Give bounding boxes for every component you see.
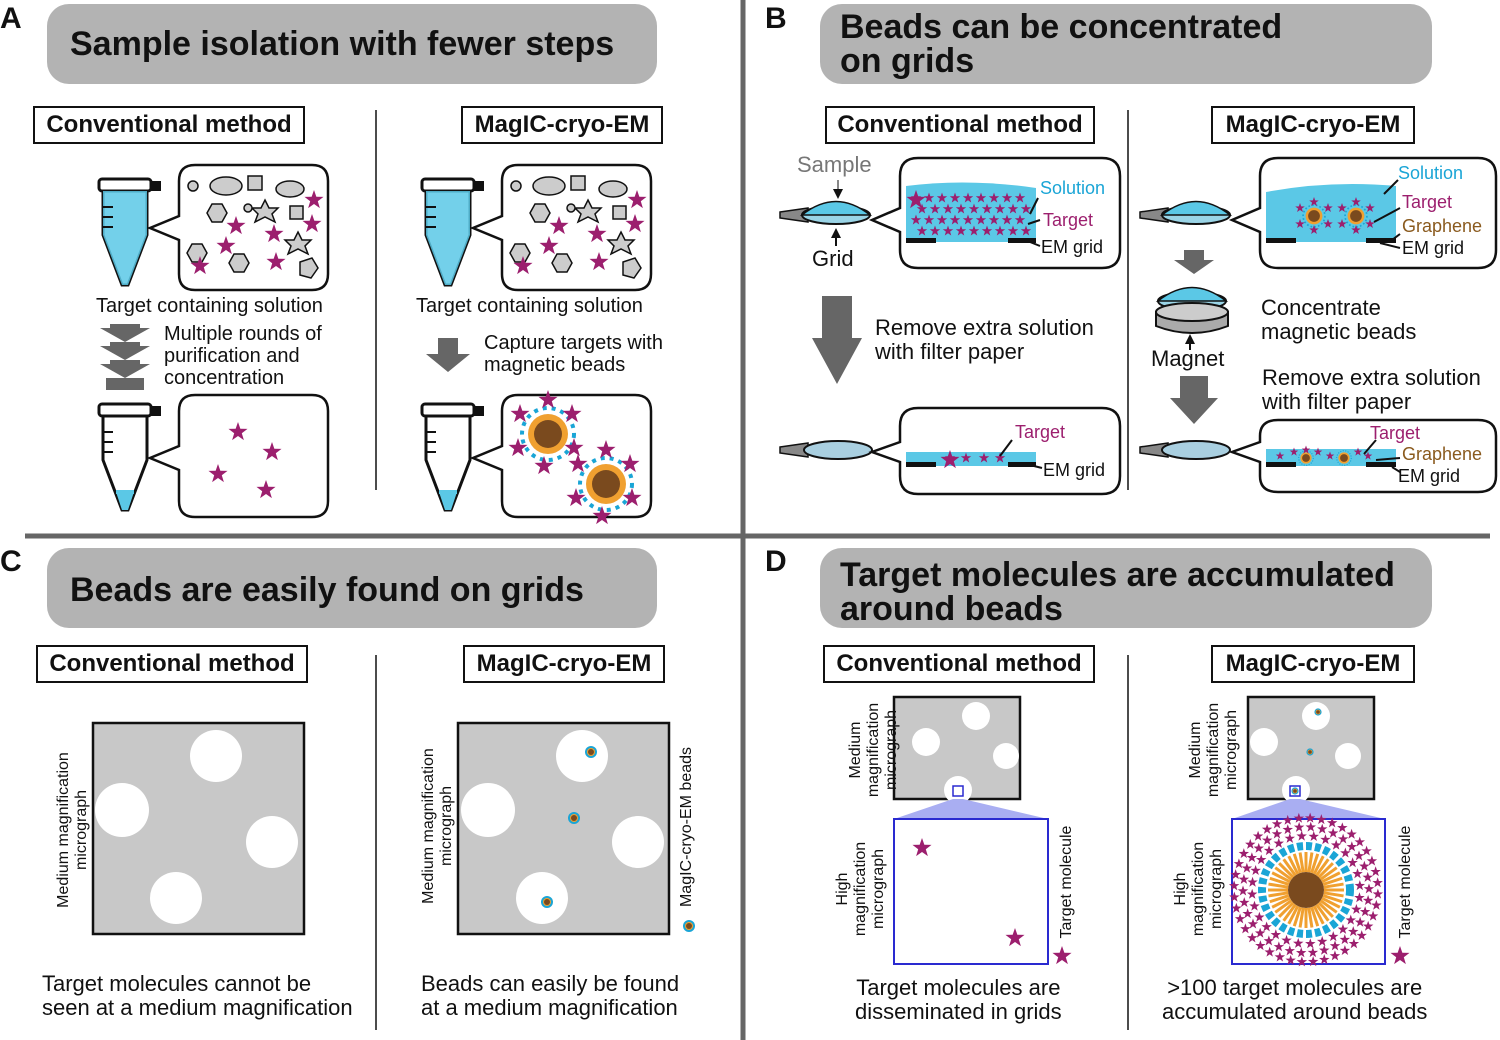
label-graphene-magic-bottom: Graphene [1402, 444, 1483, 464]
panel-c-graphics [91, 721, 695, 936]
panel-c-title: Beads are easily found on grids [70, 571, 584, 609]
panel-d-conv-caption: Target molecules are disseminated in gri… [855, 975, 1062, 1024]
panel-b-magic-label: MagIC-cryo-EM [1211, 106, 1415, 144]
panel-d-conventional-label: Conventional method [823, 645, 1095, 683]
panel-c-conventional-label: Conventional method [36, 645, 308, 683]
panel-letter-d: D [765, 545, 787, 578]
panel-a-magic-solution-caption: Target containing solution [416, 295, 643, 317]
label-emgrid-conv: EM grid [1041, 237, 1104, 257]
panel-c-magic-label: MagIC-cryo-EM [463, 645, 665, 683]
panel-b-conventional-label: Conventional method [825, 106, 1095, 144]
panel-b-title: Beads can be concentrated on grids [840, 8, 1283, 80]
label-emgrid-magic-bottom: EM grid [1398, 466, 1461, 486]
panel-letter-c: C [0, 545, 22, 578]
panel-d-title: Target molecules are accumulated around … [840, 556, 1395, 628]
panel-a-conv-solution-caption: Target containing solution [96, 295, 323, 317]
panel-a-magic-step-text: Capture targets with magnetic beads [484, 332, 663, 376]
panel-b-conv-step-text: Remove extra solution with filter paper [875, 315, 1094, 364]
panel-b-magic-step-text: Remove extra solution with filter paper [1262, 365, 1481, 414]
panel-c-conv-micrograph-label: Medium magnification micrograph [55, 752, 90, 908]
panel-a-magic-label: MagIC-cryo-EM [461, 106, 663, 144]
panel-letter-a: A [0, 2, 22, 35]
label-target-magic-bottom: Target [1370, 423, 1421, 443]
panel-a-conventional-label: Conventional method [33, 106, 305, 144]
panel-d-magic-target-label: Target molecule [1397, 825, 1414, 939]
label-emgrid-conv-bottom: EM grid [1043, 460, 1106, 480]
panel-d-banner [820, 548, 1432, 628]
label-grid: Grid [812, 246, 854, 271]
panel-d-conv-high-label: High magnification micrograph [834, 841, 887, 937]
label-target-magic: Target [1402, 192, 1453, 212]
panel-b-concentrate-text: Concentrate magnetic beads [1261, 295, 1417, 344]
label-target-conv-bottom: Target [1015, 422, 1066, 442]
panel-c-conv-caption: Target molecules cannot be seen at a med… [42, 971, 353, 1020]
panel-c-banner [47, 548, 657, 628]
panel-d-graphics [892, 695, 1410, 967]
panel-c-beads-label: MagIC-cryo-EM beads [678, 746, 695, 908]
panel-a-banner [47, 4, 657, 84]
panel-a-title: Sample isolation with fewer steps [70, 25, 615, 63]
panel-c-magic-caption: Beads can easily be found at a medium ma… [421, 971, 680, 1020]
label-graphene-magic: Graphene [1402, 216, 1483, 236]
panel-letter-b: B [765, 2, 787, 35]
label-magnet: Magnet [1151, 346, 1225, 371]
tube-icon [97, 177, 163, 287]
panel-d-magic-medium-label: Medium magnification micrograph [1187, 702, 1240, 798]
panel-a-conv-step-text: Multiple rounds of purification and conc… [164, 323, 322, 389]
panel-d-magic-caption: >100 target molecules are accumulated ar… [1162, 975, 1428, 1024]
panel-b-graphics [779, 156, 1498, 496]
label-solution-conv: Solution [1040, 178, 1106, 198]
label-sample: Sample [797, 152, 872, 177]
panel-d-magic-high-label: High magnification micrograph [1172, 841, 1225, 937]
label-emgrid-magic: EM grid [1402, 238, 1465, 258]
label-solution-magic: Solution [1398, 163, 1464, 183]
panel-c-magic-micrograph-label: Medium magnification micrograph [420, 748, 455, 904]
panel-d-conv-target-label: Target molecule [1058, 825, 1075, 939]
panel-b-banner [820, 4, 1432, 84]
panel-d-conv-medium-label: Medium magnification micrograph [847, 702, 900, 798]
label-target-conv: Target [1043, 210, 1094, 230]
panel-a-graphics [97, 163, 653, 525]
panel-d-magic-label: MagIC-cryo-EM [1211, 645, 1415, 683]
